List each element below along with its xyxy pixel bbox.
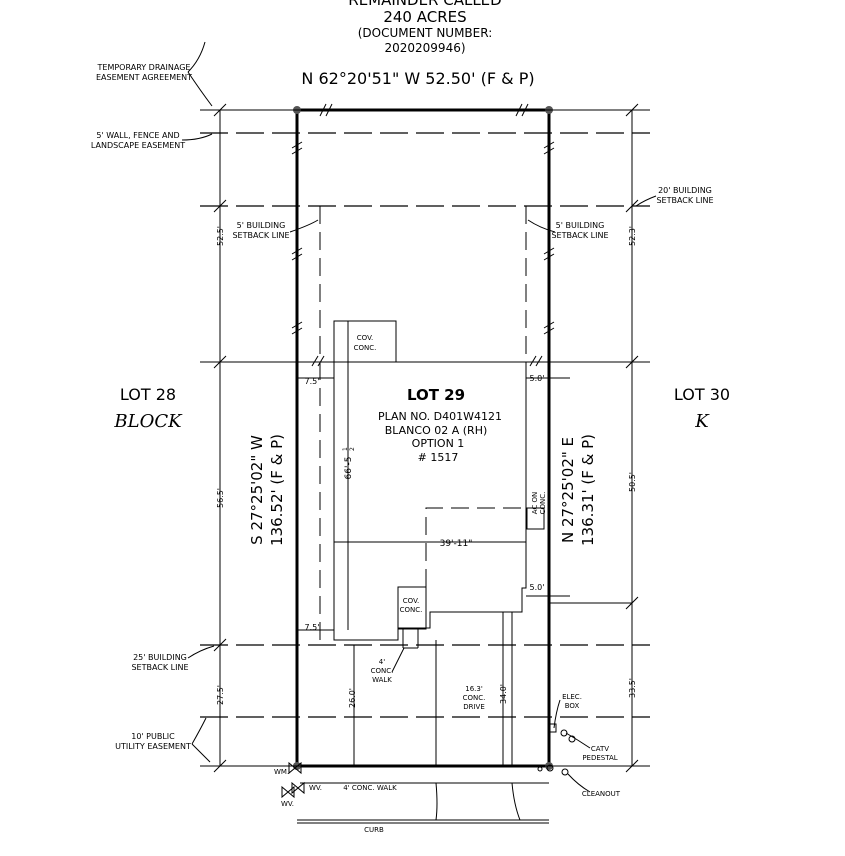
west-bearing: S 27°25'02" W 136.52' (F & P) bbox=[248, 434, 286, 546]
lot-plan: PLAN NO. D401W4121 bbox=[378, 410, 502, 423]
walk-label-3: WALK bbox=[372, 676, 392, 684]
header-line-2: 240 ACRES bbox=[383, 8, 466, 26]
dim-right-bot: 33.5' bbox=[628, 678, 637, 698]
setback-right-label-1: 5' BUILDING bbox=[556, 221, 605, 230]
walk-label-1: 4' bbox=[379, 658, 385, 666]
header-line-1: REMAINDER CALLED bbox=[348, 0, 501, 9]
drive-apron-left bbox=[435, 782, 438, 821]
lot-30-label: LOT 30 bbox=[674, 385, 730, 404]
dim-right-mid: 50.5' bbox=[628, 472, 637, 492]
utility-label-1: 10' PUBLIC bbox=[131, 732, 175, 741]
drainage-label-1: TEMPORARY DRAINAGE bbox=[97, 63, 191, 72]
setback-25-label-2: SETBACK LINE bbox=[131, 663, 188, 672]
catv-label-2: PEDESTAL bbox=[582, 754, 617, 762]
west-bearing-line-1: S 27°25'02" W bbox=[248, 435, 266, 545]
setback-left-label-2: SETBACK LINE bbox=[232, 231, 289, 240]
wm-label: WM. bbox=[274, 768, 289, 776]
cov-conc-top-2: CONC. bbox=[354, 344, 377, 352]
drive-apron-right bbox=[511, 782, 521, 821]
wv-label-2: WV. bbox=[281, 800, 294, 808]
east-bearing: N 27°25'02" E 136.31' (F & P) bbox=[559, 434, 597, 546]
covered-concrete-top bbox=[333, 320, 397, 363]
dim-right-top: 52.3' bbox=[628, 226, 637, 246]
lot-number: # 1517 bbox=[418, 451, 459, 464]
elec-label-1: ELEC. bbox=[562, 693, 582, 701]
block-label: BLOCK bbox=[113, 411, 183, 432]
lot-info-block: LOT 29 PLAN NO. D401W4121 BLANCO 02 A (R… bbox=[378, 386, 502, 464]
dim-left-mid: 56.5' bbox=[216, 488, 225, 508]
dim-house-depth-num: 1 bbox=[342, 447, 349, 451]
cleanout-symbol-1 bbox=[546, 764, 554, 772]
dim-side-right-bot: 5.0' bbox=[530, 583, 545, 592]
conc-walk-label: 4' CONC. WALK bbox=[343, 784, 397, 792]
catv-label-1: CATV bbox=[591, 745, 609, 753]
covered-concrete-bottom bbox=[397, 586, 427, 630]
cov-conc-bot-2: CONC. bbox=[400, 606, 423, 614]
setback-20-label-1: 20' BUILDING bbox=[658, 186, 712, 195]
header-line-3: (DOCUMENT NUMBER: bbox=[358, 26, 493, 40]
catv-symbol-1 bbox=[560, 729, 568, 737]
callout-labels: TEMPORARY DRAINAGE EASEMENT AGREEMENT 5'… bbox=[91, 63, 714, 834]
dim-house-depth-main: 66'-5 bbox=[344, 457, 354, 480]
dim-side-right-top: 5.0' bbox=[530, 374, 545, 383]
setback-left-label-1: 5' BUILDING bbox=[237, 221, 286, 230]
setback-right-label-2: SETBACK LINE bbox=[551, 231, 608, 240]
curb-label: CURB bbox=[364, 826, 384, 834]
side-dim-markers bbox=[298, 377, 570, 631]
dim-side-left-bot: 7.5' bbox=[305, 623, 320, 632]
water-meter-symbol bbox=[281, 761, 305, 799]
garage-outline bbox=[425, 507, 530, 587]
north-bearing: N 62°20'51" W 52.50' (F & P) bbox=[301, 69, 534, 88]
drainage-label-2: EASEMENT AGREEMENT bbox=[96, 73, 192, 82]
block-k-label: K bbox=[694, 411, 710, 432]
east-bearing-line-1: N 27°25'02" E bbox=[559, 437, 577, 543]
house-footprint bbox=[333, 320, 545, 649]
dim-front-26: 26.0' bbox=[348, 688, 357, 708]
walk-label-2: CONC. bbox=[371, 667, 394, 675]
cleanout-symbol-3 bbox=[537, 766, 543, 772]
cleanout-symbol-2 bbox=[561, 768, 569, 776]
boundary-hash-marks bbox=[291, 103, 555, 367]
dim-house-width: 39'-11" bbox=[440, 539, 473, 549]
dim-house-depth: 66'-5 1 2 bbox=[342, 447, 356, 479]
setback-25-label-1: 25' BUILDING bbox=[133, 653, 187, 662]
neighbor-labels: LOT 28 BLOCK LOT 30 K bbox=[113, 385, 730, 432]
drive-label-2: CONC. bbox=[463, 694, 486, 702]
east-bearing-line-2: 136.31' (F & P) bbox=[579, 434, 597, 546]
drive-label-3: DRIVE bbox=[463, 703, 485, 711]
elec-label-2: BOX bbox=[565, 702, 580, 710]
ac-label-2: CONC. bbox=[539, 492, 547, 515]
lot-title: LOT 29 bbox=[407, 386, 465, 404]
wall-label-2: LANDSCAPE EASEMENT bbox=[91, 141, 185, 150]
cov-conc-top-1: COV. bbox=[357, 334, 373, 342]
drive-label-1: 16.3' bbox=[465, 685, 483, 693]
setback-20-label-2: SETBACK LINE bbox=[656, 196, 713, 205]
wall-label-1: 5' WALL, FENCE AND bbox=[96, 131, 179, 140]
dim-side-left-top: 7.5' bbox=[305, 377, 320, 386]
dimension-labels: 52.5' 56.5' 27.5' 52.3' 50.5' 33.5' 66'-… bbox=[216, 226, 637, 708]
catv-symbol-2 bbox=[568, 735, 576, 743]
header-block: REMAINDER CALLED 240 ACRES (DOCUMENT NUM… bbox=[348, 0, 501, 55]
cleanout-label: CLEANOUT bbox=[582, 790, 621, 798]
dim-left-top: 52.5' bbox=[216, 226, 225, 246]
wv-label-1: WV. bbox=[309, 784, 322, 792]
lot-option: OPTION 1 bbox=[412, 437, 465, 450]
lot-model: BLANCO 02 A (RH) bbox=[385, 424, 488, 437]
cov-conc-bot-1: COV. bbox=[403, 597, 419, 605]
west-bearing-line-2: 136.52' (F & P) bbox=[268, 434, 286, 546]
dim-front-34: 34.0' bbox=[499, 684, 508, 704]
lot-28-label: LOT 28 bbox=[120, 385, 176, 404]
dim-left-bot: 27.5' bbox=[216, 685, 225, 705]
dim-house-depth-den: 2 bbox=[349, 447, 356, 451]
ac-label: AC ON CONC. bbox=[531, 492, 547, 515]
ac-label-1: AC ON bbox=[531, 492, 539, 515]
right-dim-ticks bbox=[625, 103, 639, 773]
left-dim-ticks bbox=[213, 103, 227, 773]
ac-pad bbox=[526, 507, 545, 530]
utility-label-2: UTILITY EASEMENT bbox=[115, 742, 191, 751]
elec-box-symbol bbox=[549, 723, 557, 733]
header-line-4: 2020209946) bbox=[384, 41, 465, 55]
callout-leaders bbox=[181, 41, 657, 793]
